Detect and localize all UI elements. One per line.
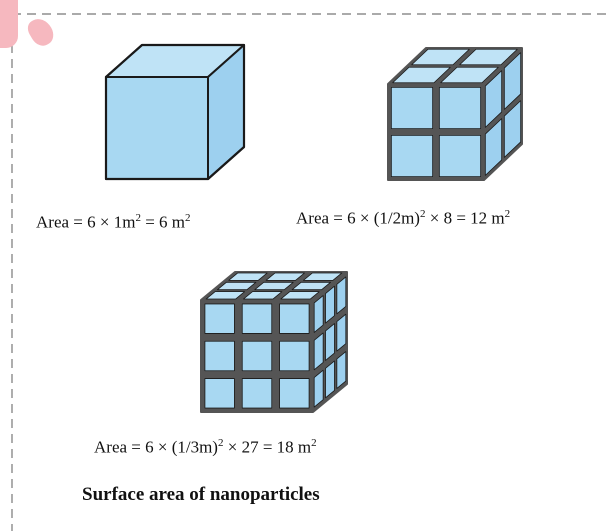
figure-title: Surface area of nanoparticles xyxy=(82,484,320,505)
side-face-tile xyxy=(313,295,324,333)
top-face-tile xyxy=(228,272,268,281)
top-face-tile xyxy=(217,281,257,291)
front-face-tile xyxy=(241,340,273,372)
side-face-tile xyxy=(325,360,335,399)
cube-outline xyxy=(104,43,246,181)
front-face-tile xyxy=(279,378,310,409)
side-face-tile xyxy=(503,100,522,158)
side-face-tile xyxy=(503,52,522,110)
top-face-tile xyxy=(411,48,470,66)
front-face-tile xyxy=(204,378,235,409)
front-face-tile xyxy=(438,86,482,130)
side-face-tile xyxy=(336,313,347,352)
corner-watermark-blob xyxy=(0,0,18,48)
top-face-tile xyxy=(265,272,305,281)
side-face-tile xyxy=(325,285,335,324)
front-face-tile xyxy=(204,303,235,334)
front-face-tile xyxy=(438,134,482,178)
side-face-tile xyxy=(336,276,347,315)
cube1-area-caption: Area = 6 × 1m2 = 6 m2 xyxy=(36,212,191,232)
top-face-tile xyxy=(205,291,245,300)
top-face-tile xyxy=(254,281,294,291)
cube-silhouette xyxy=(200,271,348,413)
front-face-tile xyxy=(279,303,310,334)
top-face-tile xyxy=(291,281,331,291)
top-face-tile xyxy=(459,48,518,66)
side-face-tile xyxy=(336,351,347,389)
front-face-tile xyxy=(241,303,273,334)
cube2-area-caption: Area = 6 × (1/2m)2 × 8 = 12 m2 xyxy=(296,208,511,228)
side-face-tile xyxy=(484,118,503,176)
side-face-tile xyxy=(484,70,503,128)
cube-divided-in-27 xyxy=(200,271,348,413)
cube-divided-in-8 xyxy=(387,47,523,181)
front-face-tile xyxy=(390,134,434,178)
top-face-tile xyxy=(243,291,283,300)
front-face-tile xyxy=(390,86,434,130)
side-face-tile xyxy=(313,332,324,371)
side-face-tile xyxy=(313,369,324,408)
top-face-tile xyxy=(440,66,499,84)
front-face-tile xyxy=(279,340,310,372)
side-face-tile xyxy=(325,323,335,361)
top-face-tile xyxy=(392,66,451,84)
front-face-tile xyxy=(204,340,235,372)
top-face-tile xyxy=(280,291,320,300)
top-face-tile xyxy=(303,272,343,281)
cube3-area-caption: Area = 6 × (1/3m)2 × 27 = 18 m2 xyxy=(94,437,317,457)
front-face-tile xyxy=(105,76,209,180)
front-face-tile xyxy=(241,378,273,409)
single-cube xyxy=(104,43,246,181)
